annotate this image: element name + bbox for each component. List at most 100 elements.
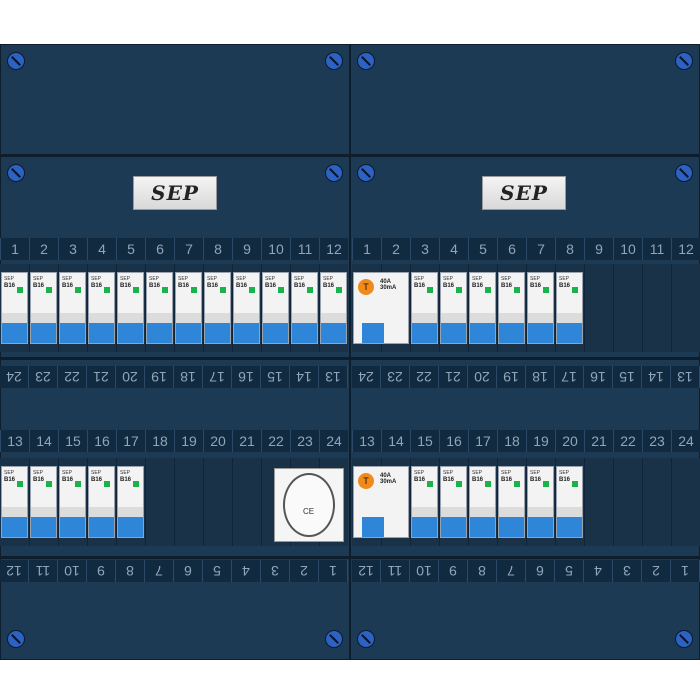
breaker-brand: SEP	[236, 276, 247, 282]
slot-number: 22	[410, 366, 439, 388]
breaker-rating: B16	[91, 477, 103, 483]
slot-number: 10	[58, 560, 87, 582]
slot-number: 2	[29, 238, 58, 260]
slot-number: 23	[29, 366, 58, 388]
breaker-toggle[interactable]	[321, 323, 346, 343]
breaker-toggle[interactable]	[470, 323, 495, 343]
breaker-rating: B16	[236, 283, 248, 289]
slot-number: 1	[671, 560, 700, 582]
breaker-toggle[interactable]	[234, 323, 259, 343]
breaker-toggle[interactable]	[499, 323, 524, 343]
rail-slot	[116, 264, 117, 352]
seam	[0, 556, 700, 559]
slot-number: 9	[439, 560, 468, 582]
breaker-label-area	[412, 507, 437, 517]
breaker-toggle[interactable]	[292, 323, 317, 343]
breaker-toggle[interactable]	[2, 323, 27, 343]
breaker-toggle[interactable]	[2, 517, 27, 537]
breaker-toggle[interactable]	[60, 517, 85, 537]
breaker-label-area	[528, 507, 553, 517]
breaker-toggle[interactable]	[263, 323, 288, 343]
breaker-toggle[interactable]	[118, 517, 143, 537]
breaker-toggle[interactable]	[441, 517, 466, 537]
rail-slot	[526, 264, 527, 352]
test-button[interactable]: T	[358, 279, 374, 295]
slot-number: 1	[0, 238, 29, 260]
breaker-toggle[interactable]	[557, 323, 582, 343]
breaker-toggle[interactable]	[499, 517, 524, 537]
screw-icon	[357, 52, 375, 70]
breaker-toggle[interactable]	[557, 517, 582, 537]
slot-number: 11	[381, 560, 410, 582]
breaker-toggle[interactable]	[441, 323, 466, 343]
breaker-brand: SEP	[91, 276, 102, 282]
breaker-toggle[interactable]	[60, 323, 85, 343]
breaker-toggle[interactable]	[470, 517, 495, 537]
breaker-toggle[interactable]	[528, 517, 553, 537]
slot-number: 5	[555, 560, 584, 582]
breaker-label-area	[470, 507, 495, 517]
brand-logo: SEP	[133, 176, 217, 210]
rcd-toggle[interactable]	[362, 323, 384, 343]
breaker-toggle[interactable]	[118, 323, 143, 343]
slot-number: 6	[497, 238, 526, 260]
breaker-toggle[interactable]	[31, 323, 56, 343]
breaker-label-area	[2, 507, 27, 517]
breaker-label-area	[60, 507, 85, 517]
breaker-label-area	[89, 507, 114, 517]
breaker-label-area	[60, 313, 85, 323]
breaker-toggle[interactable]	[89, 323, 114, 343]
test-button[interactable]: T	[358, 473, 374, 489]
slot-number: 11	[29, 560, 58, 582]
breaker-brand: SEP	[443, 276, 454, 282]
rail-slot	[526, 458, 527, 546]
rcd-toggle[interactable]	[362, 517, 384, 537]
breaker-toggle[interactable]	[412, 517, 437, 537]
breaker-toggle[interactable]	[147, 323, 172, 343]
breaker-toggle[interactable]	[176, 323, 201, 343]
slot-number: 23	[290, 430, 319, 452]
slot-number: 9	[584, 238, 613, 260]
breaker-toggle[interactable]	[412, 323, 437, 343]
breaker-toggle[interactable]	[31, 517, 56, 537]
breaker-toggle[interactable]	[205, 323, 230, 343]
breaker-toggle[interactable]	[528, 323, 553, 343]
breaker-brand: SEP	[4, 470, 15, 476]
breaker-toggle[interactable]	[89, 517, 114, 537]
status-led-icon	[427, 481, 433, 487]
breaker-brand: SEP	[323, 276, 334, 282]
